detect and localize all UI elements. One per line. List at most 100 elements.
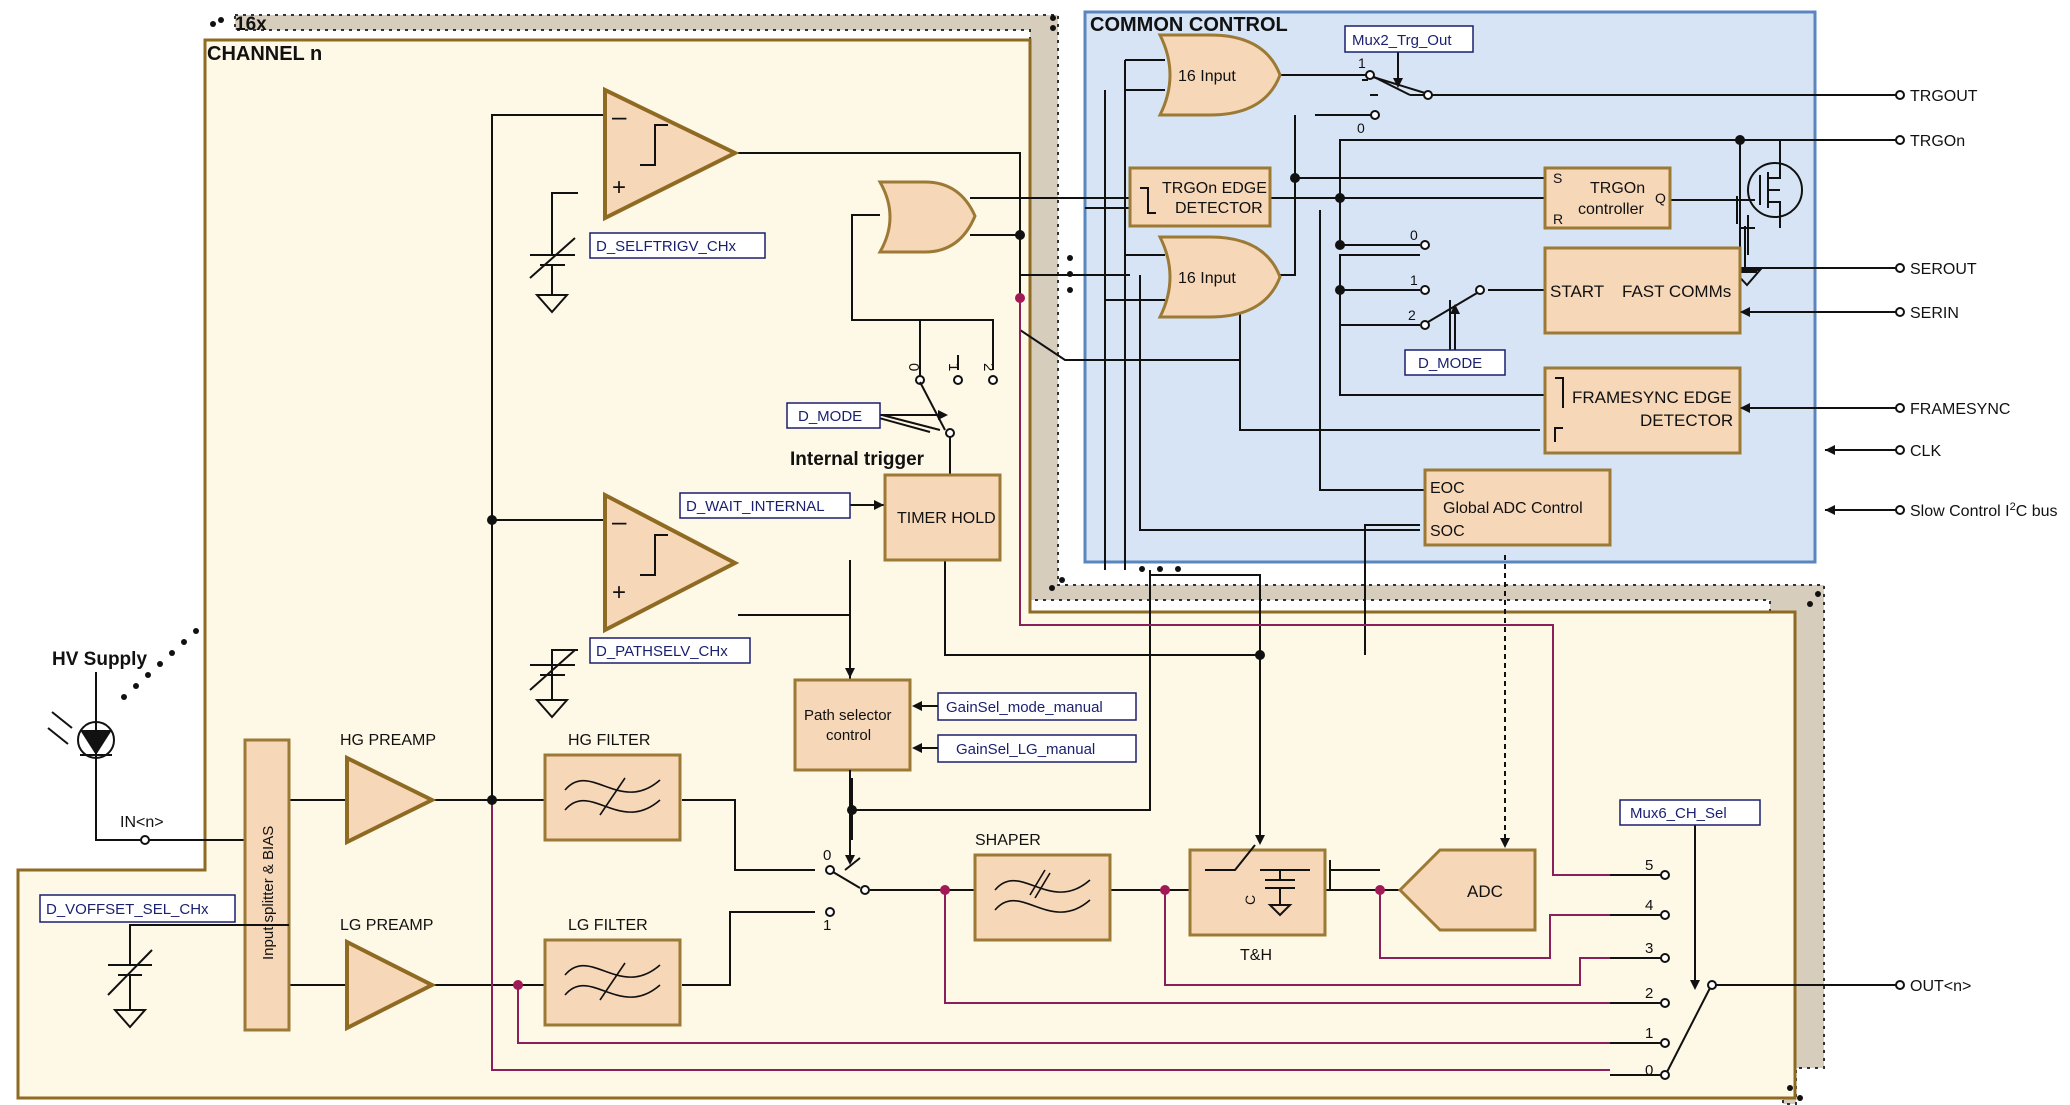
svg-text:SEROUT: SEROUT xyxy=(1910,261,1977,278)
svg-text:–: – xyxy=(612,101,627,131)
shaper-label: SHAPER xyxy=(975,832,1041,849)
pathsel-threshold-source xyxy=(529,649,576,719)
svg-text:control: control xyxy=(826,727,871,744)
svg-text:DETECTOR: DETECTOR xyxy=(1175,200,1263,217)
svg-text:GainSel_LG_manual: GainSel_LG_manual xyxy=(956,741,1095,758)
svg-text:16 Input: 16 Input xyxy=(1178,68,1236,85)
common-control-label: COMMON CONTROL xyxy=(1090,14,1288,36)
svg-text:1: 1 xyxy=(823,917,831,934)
shaper-block xyxy=(973,853,1112,942)
channel-stack-shadow xyxy=(234,14,1825,1105)
register-d-wait-internal: D_WAIT_INTERNAL xyxy=(679,492,851,519)
svg-text:START: START xyxy=(1550,282,1604,301)
svg-text:FRAMESYNC EDGE: FRAMESYNC EDGE xyxy=(1572,388,1732,407)
svg-text:ADC: ADC xyxy=(1467,882,1503,901)
track-hold-block xyxy=(1188,848,1327,937)
register-mux6: Mux6_CH_Sel xyxy=(1619,799,1761,826)
pathsel-comparator xyxy=(603,491,740,634)
port-trgon: TRGOn xyxy=(1895,133,1965,150)
svg-text:SOC: SOC xyxy=(1430,523,1465,540)
svg-text:C: C xyxy=(1242,895,1258,905)
channel-label: CHANNEL n xyxy=(207,43,322,65)
trgout-mux: 1 0 xyxy=(1357,55,1433,136)
svg-text:CLK: CLK xyxy=(1910,443,1941,460)
svg-text:16 Input: 16 Input xyxy=(1178,270,1236,287)
svg-text:DETECTOR: DETECTOR xyxy=(1640,411,1733,430)
hg-preamp-label: HG PREAMP xyxy=(340,732,436,749)
svg-text:Path selector: Path selector xyxy=(804,707,892,724)
svg-text:0: 0 xyxy=(1645,1062,1653,1079)
fastcomm-mux: 0 1 2 xyxy=(1408,227,1485,330)
register-d-selftrigv: D_SELFTRIGV_CHx xyxy=(589,232,766,259)
svg-text:2: 2 xyxy=(1408,307,1416,323)
svg-text:D_SELFTRIGV_CHx: D_SELFTRIGV_CHx xyxy=(596,238,737,255)
svg-text:HV Supply: HV Supply xyxy=(52,649,147,670)
svg-text:–: – xyxy=(612,506,627,536)
port-clk: CLK xyxy=(1825,443,1941,460)
register-d-mode-channel: D_MODE xyxy=(786,402,881,429)
port-out-n: OUT<n> xyxy=(1895,978,1971,995)
svg-text:D_VOFFSET_SEL_CHx: D_VOFFSET_SEL_CHx xyxy=(46,901,209,918)
register-mux2: Mux2_Trg_Out xyxy=(1344,25,1474,53)
in-n-terminal xyxy=(140,835,150,845)
trgon-controller-block xyxy=(1543,166,1672,230)
svg-text:S: S xyxy=(1553,170,1562,186)
voffset-source xyxy=(107,924,289,1029)
svg-text:0: 0 xyxy=(905,363,922,371)
port-serout: SEROUT xyxy=(1895,261,1977,278)
in-n-label: IN<n> xyxy=(120,814,164,831)
lg-preamp-triangle xyxy=(345,938,437,1032)
channel-n-frame xyxy=(16,38,1797,1100)
path-selector-block xyxy=(793,678,912,772)
svg-text:TRGOn EDGE: TRGOn EDGE xyxy=(1162,180,1267,197)
hg-preamp-triangle xyxy=(345,754,437,846)
svg-text:2: 2 xyxy=(1645,985,1653,1002)
hg-filter-label: HG FILTER xyxy=(568,732,650,749)
timer-hold-block xyxy=(883,473,1002,562)
svg-text:FAST COMMs: FAST COMMs xyxy=(1622,282,1731,301)
internal-trigger-label: Internal trigger xyxy=(790,449,925,470)
svg-text:1: 1 xyxy=(1410,272,1418,288)
port-trgout: TRGOUT xyxy=(1895,88,1978,105)
adc-block xyxy=(1397,848,1537,932)
svg-text:1: 1 xyxy=(1645,1025,1653,1042)
lg-preamp-label: LG PREAMP xyxy=(340,917,433,934)
svg-text:TIMER HOLD: TIMER HOLD xyxy=(897,510,996,527)
output-mux: 5 4 3 2 1 0 xyxy=(1610,857,1717,1080)
svg-text:OUT<n>: OUT<n> xyxy=(1910,978,1971,995)
register-gainsel-lg: GainSel_LG_manual xyxy=(937,734,1137,763)
svg-text:0: 0 xyxy=(823,847,831,864)
hv-supply: HV Supply xyxy=(47,649,147,770)
svg-text:0: 0 xyxy=(1357,120,1365,136)
selftrig-threshold-source xyxy=(529,230,576,314)
stack-dots xyxy=(121,15,1821,1101)
probe-wires xyxy=(491,298,1610,1071)
svg-text:Slow Control I2C bus: Slow Control I2C bus xyxy=(1910,501,2058,520)
svg-text:SERIN: SERIN xyxy=(1910,305,1959,322)
svg-text:5: 5 xyxy=(1645,857,1653,874)
register-d-pathselv: D_PATHSELV_CHx xyxy=(589,637,751,664)
svg-text:TRGOn: TRGOn xyxy=(1910,133,1965,150)
trigger-or-gate xyxy=(877,180,977,254)
svg-text:1: 1 xyxy=(945,363,962,371)
svg-text:EOC: EOC xyxy=(1430,480,1465,497)
svg-text:D_MODE: D_MODE xyxy=(798,408,862,425)
multiplier-label: 16x xyxy=(235,14,267,35)
svg-text:D_WAIT_INTERNAL: D_WAIT_INTERNAL xyxy=(686,498,825,515)
framesync-block xyxy=(1543,366,1742,455)
selftrig-comparator xyxy=(603,86,740,222)
input-splitter-block xyxy=(243,738,291,1032)
register-gainsel-mode: GainSel_mode_manual xyxy=(937,692,1137,721)
svg-text:Q: Q xyxy=(1655,190,1666,206)
svg-text:Mux6_CH_Sel: Mux6_CH_Sel xyxy=(1630,805,1727,822)
svg-text:Mux2_Trg_Out: Mux2_Trg_Out xyxy=(1352,32,1452,49)
svg-text:TRGOn: TRGOn xyxy=(1590,180,1645,197)
register-d-voffset: D_VOFFSET_SEL_CHx xyxy=(39,894,236,923)
svg-text:Global ADC Control: Global ADC Control xyxy=(1443,500,1583,517)
lg-filter-label: LG FILTER xyxy=(568,917,648,934)
trgon-edge-block xyxy=(1128,166,1272,228)
svg-text:1: 1 xyxy=(1358,55,1366,71)
svg-text:2: 2 xyxy=(980,363,997,371)
svg-text:R: R xyxy=(1553,211,1563,227)
